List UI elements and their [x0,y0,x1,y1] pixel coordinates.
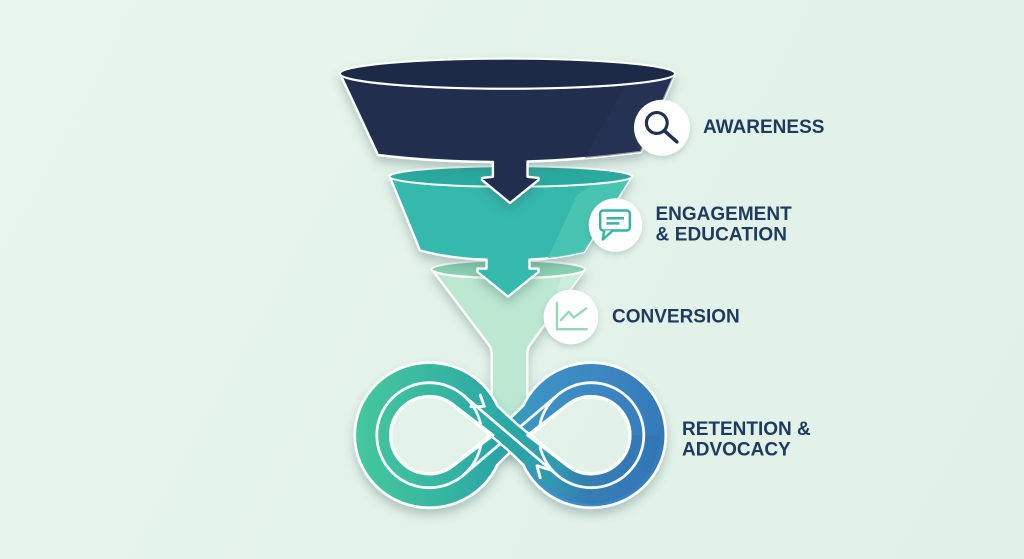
svg-text:& EDUCATION: & EDUCATION [656,225,788,246]
svg-text:ADVOCACY: ADVOCACY [682,440,791,461]
svg-text:ENGAGEMENT: ENGAGEMENT [656,204,793,225]
svg-text:RETENTION &: RETENTION & [682,419,811,440]
svg-text:AWARENESS: AWARENESS [703,117,824,138]
svg-text:CONVERSION: CONVERSION [612,307,740,328]
